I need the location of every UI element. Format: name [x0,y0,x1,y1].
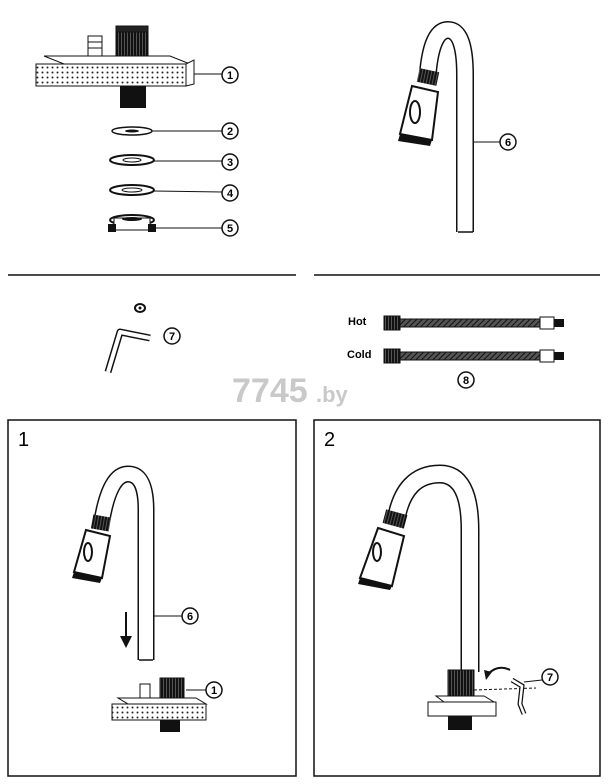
step-2-faucet [358,464,543,730]
svg-text:7: 7 [169,331,175,343]
svg-text:7745: 7745 [232,372,308,410]
part-4-washer [109,184,223,196]
hose-cold: Cold [347,348,564,364]
callout-1: 1 [221,66,239,84]
part-6-spout [398,20,500,233]
part-2-washer [111,126,222,136]
step-1-down-arrow [120,612,132,648]
callout-4: 4 [221,184,239,202]
svg-text:6: 6 [187,611,193,623]
step-1-spout [72,465,155,661]
callout-8: 8 [457,371,475,389]
svg-text:1: 1 [211,685,217,697]
svg-text:7: 7 [547,672,553,684]
part-5-mounting-nut [108,214,222,232]
svg-text:8: 8 [463,375,469,387]
hose-cold-label: Cold [347,349,371,361]
hose-hot-label: Hot [348,316,367,328]
callout-6-top: 6 [499,133,517,151]
part-7-allen-key [104,303,151,374]
callout-2: 2 [221,122,239,140]
svg-text:4: 4 [227,188,234,200]
callout-5: 5 [221,219,239,237]
step-2-number: 2 [324,429,335,451]
svg-text:.by: .by [316,382,349,407]
step-1-callout-6: 6 [181,607,199,625]
callout-3: 3 [221,153,239,171]
svg-text:6: 6 [505,137,511,149]
step-2-callout-7: 7 [541,668,559,686]
svg-text:3: 3 [227,157,233,169]
svg-text:2: 2 [227,126,233,138]
callout-7: 7 [163,327,181,345]
watermark: 7745 .by [232,372,349,410]
svg-text:1: 1 [227,70,233,82]
svg-text:5: 5 [227,223,233,235]
part-3-gasket [109,154,222,166]
step-1-base-plate [111,677,208,732]
step-1-callout-1: 1 [205,681,223,699]
part-1-base-plate [35,25,222,108]
hose-hot: Hot [348,315,564,331]
step-1-number: 1 [18,429,29,451]
